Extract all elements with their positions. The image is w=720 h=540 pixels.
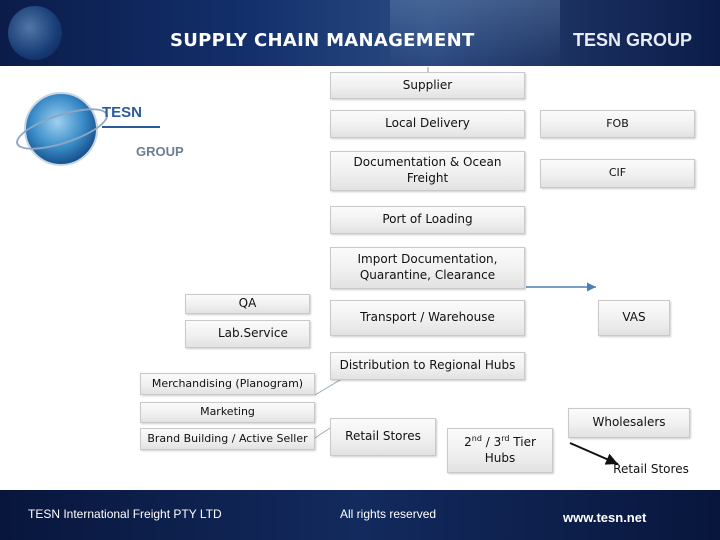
fob-label: FOB — [606, 116, 629, 130]
local-delivery-box: Local Delivery — [330, 110, 525, 138]
logo-divider — [102, 126, 160, 128]
tier-label: 2nd / 3rd Tier — [464, 434, 536, 450]
wholesalers-label: Wholesalers — [592, 415, 666, 430]
retail-stores-box: Retail Stores — [330, 418, 436, 456]
local-delivery-label: Local Delivery — [385, 116, 470, 131]
merchandising-connector — [314, 376, 346, 396]
footer-website-link[interactable]: www.tesn.net — [563, 510, 647, 525]
vas-label: VAS — [622, 310, 646, 325]
distribution-box: Distribution to Regional Hubs — [330, 352, 525, 380]
port-of-loading-label: Port of Loading — [382, 212, 473, 227]
supplier-label: Supplier — [402, 77, 453, 92]
import-documentation-box: Import Documentation, Quarantine, Cleara… — [330, 247, 525, 289]
qa-box: QA — [185, 294, 310, 314]
wholesalers-box: Wholesalers — [568, 408, 690, 438]
retail-stores-label: Retail Stores — [345, 429, 421, 444]
logo-group-text: GROUP — [136, 144, 184, 159]
fob-box: FOB — [540, 110, 695, 138]
tier-hubs-box: 2nd / 3rd Tier Hubs — [447, 428, 553, 473]
header-banner: SUPPLY CHAIN MANAGEMENT TESN GROUP — [0, 0, 720, 66]
port-of-loading-box: Port of Loading — [330, 206, 525, 234]
merchandising-label: Merchandising (Planogram) — [151, 376, 304, 390]
footer-rights: All rights reserved — [340, 507, 437, 521]
globe-icon — [24, 92, 98, 166]
qa-label: QA — [238, 296, 257, 311]
retail-stores-right-label: Retail Stores — [613, 462, 689, 476]
transport-warehouse-box: Transport / Warehouse — [330, 300, 525, 336]
marketing-label: Marketing — [200, 405, 255, 419]
documentation-ocean-freight-box: Documentation & Ocean Freight — [330, 151, 525, 191]
footer-bar — [0, 490, 720, 540]
page-title: SUPPLY CHAIN MANAGEMENT — [170, 30, 475, 51]
distribution-label: Distribution to Regional Hubs — [339, 358, 516, 373]
brand-building-connector — [314, 427, 331, 439]
logo-tesn-text: TESN — [102, 104, 143, 121]
globe-icon — [8, 6, 62, 60]
lab-service-label: Lab.Service — [218, 326, 288, 341]
documentation-ocean-label-line2: Freight — [406, 171, 449, 185]
tesn-logo: TESN GROUP — [10, 84, 190, 168]
brand-name: TESN GROUP — [573, 30, 693, 50]
port-ships-image — [390, 0, 560, 66]
footer-company: TESN International Freight PTY LTD — [28, 507, 222, 521]
vas-box: VAS — [598, 300, 670, 336]
brand-building-label: Brand Building / Active Seller — [147, 431, 308, 445]
cif-box: CIF — [540, 159, 695, 188]
supplier-box: Supplier — [330, 72, 525, 99]
tier-to-retail-arrow — [569, 442, 619, 465]
transport-warehouse-label: Transport / Warehouse — [360, 310, 495, 325]
cif-label: CIF — [608, 166, 627, 180]
merchandising-box: Merchandising (Planogram) — [140, 373, 315, 395]
hubs-label: Hubs — [484, 451, 516, 465]
documentation-ocean-label-line1: Documentation & Ocean — [353, 155, 502, 170]
import-label-line2: Quarantine, Clearance — [359, 268, 496, 282]
brand-building-box: Brand Building / Active Seller — [140, 428, 315, 450]
import-label-line1: Import Documentation, — [357, 252, 498, 267]
marketing-box: Marketing — [140, 402, 315, 423]
lab-service-box: Lab.Service — [185, 320, 310, 348]
